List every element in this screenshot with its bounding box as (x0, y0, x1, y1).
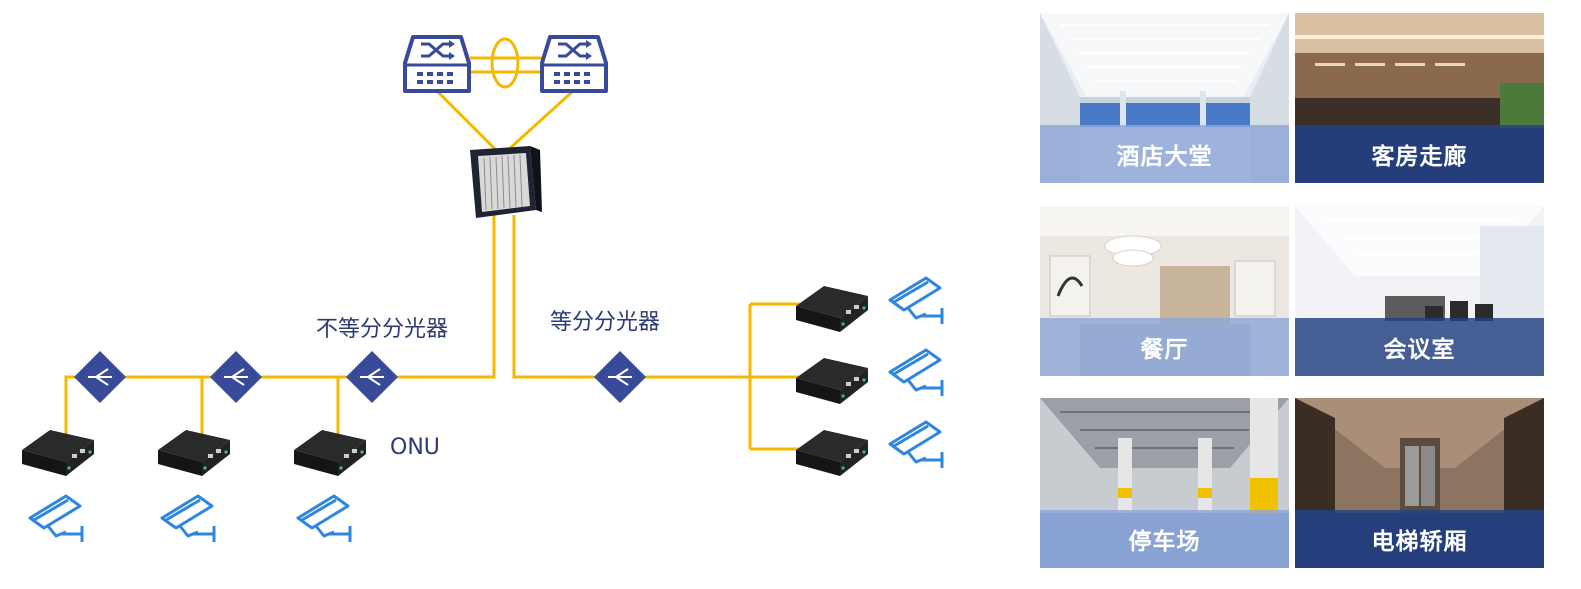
scene-caption-band: 会议室 (1295, 318, 1544, 376)
scene-tile-hotel-lobby: 酒店大堂 (1040, 13, 1289, 183)
scene-tile-elevator-car: 电梯轿厢 (1295, 398, 1544, 568)
fiber-switch1-olt (436, 90, 498, 152)
scene-tile-meeting-room: 会议室 (1295, 206, 1544, 376)
olt-chassis-icon (470, 146, 542, 218)
core-switch-left-icon (403, 35, 471, 93)
unequal-splitter-2-icon (209, 350, 263, 404)
network-topology-diagram (22, 35, 944, 544)
unequal-splitter-label: 不等分分光器 (316, 317, 449, 342)
scene-caption: 停车场 (1128, 529, 1201, 555)
scene-caption: 客房走廊 (1371, 144, 1468, 170)
fiber-links (64, 37, 800, 451)
onu-label: ONU (390, 435, 440, 460)
camera-3-icon (296, 494, 352, 544)
camera-6-icon (888, 420, 944, 470)
camera-2-icon (160, 494, 216, 544)
unequal-splitter-1-icon (73, 350, 127, 404)
scene-caption-band: 餐厅 (1040, 318, 1289, 376)
onu-6-icon (796, 430, 868, 476)
fiber-switch2-olt (506, 90, 574, 152)
fiber-unequal-trunk (100, 215, 496, 379)
fiber-equal-trunk (512, 215, 750, 379)
scene-caption-band: 停车场 (1040, 510, 1289, 568)
scene-tile-parking-lot: 停车场 (1040, 398, 1289, 568)
onu-5-icon (796, 358, 868, 404)
scene-tile-guest-corridor: 客房走廊 (1295, 13, 1544, 183)
equal-splitter-icon (593, 350, 647, 404)
core-switch-right-icon (540, 35, 608, 93)
onu-2-icon (158, 430, 230, 476)
link-aggregation-ring (490, 37, 520, 89)
scene-caption: 电梯轿厢 (1371, 529, 1468, 555)
camera-1-icon (28, 494, 84, 544)
camera-5-icon (888, 348, 944, 398)
scene-caption-band: 客房走廊 (1295, 125, 1544, 183)
scene-caption-band: 酒店大堂 (1040, 125, 1289, 183)
scene-caption: 餐厅 (1140, 337, 1189, 363)
scene-caption: 会议室 (1383, 337, 1456, 363)
scene-caption: 酒店大堂 (1116, 144, 1213, 170)
scene-tile-restaurant: 餐厅 (1040, 206, 1289, 376)
onu-1-icon (22, 430, 94, 476)
onu-3-icon (294, 430, 366, 476)
equal-splitter-label: 等分分光器 (550, 310, 661, 335)
onu-4-icon (796, 286, 868, 332)
scene-caption-band: 电梯轿厢 (1295, 510, 1544, 568)
camera-4-icon (888, 276, 944, 326)
unequal-splitter-3-icon (345, 350, 399, 404)
